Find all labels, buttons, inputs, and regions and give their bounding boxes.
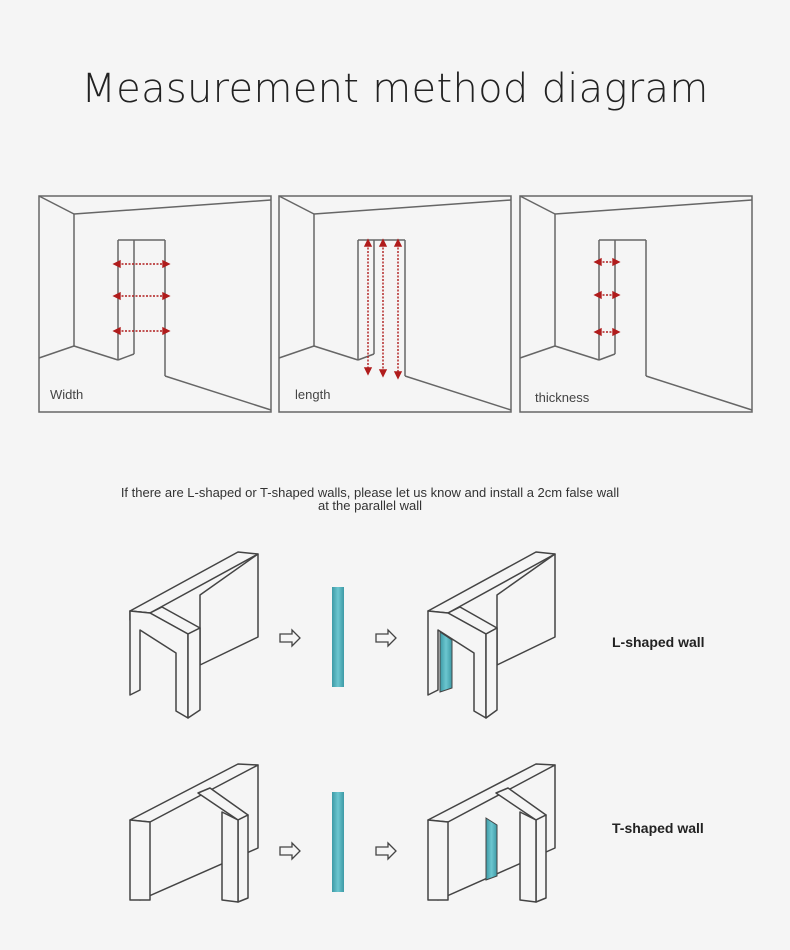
- length-label: length: [295, 387, 331, 402]
- t-shaped-wall-before: [129, 763, 259, 903]
- width-label: Width: [50, 387, 84, 402]
- arrow-icon: [375, 628, 397, 648]
- false-wall-panel: [332, 792, 344, 892]
- width-room-drawing: [38, 195, 272, 413]
- thickness-label: thickness: [535, 390, 590, 405]
- t-shaped-wall-label: T-shaped wall: [612, 820, 704, 836]
- false-wall-note: If there are L-shaped or T-shaped walls,…: [120, 485, 620, 513]
- width-arrows: [112, 259, 171, 336]
- length-arrows: [363, 238, 403, 380]
- false-wall-installed: [485, 817, 498, 881]
- false-wall-panel: [332, 587, 344, 687]
- page-title: Measurement method diagram: [81, 66, 709, 112]
- width-panel: Width: [38, 194, 272, 414]
- length-room-drawing: [278, 195, 512, 413]
- wall-installation-diagram: [129, 551, 556, 903]
- l-shaped-wall-before: [129, 551, 259, 719]
- arrow-icon: [375, 841, 397, 861]
- thickness-panel: thickness: [519, 194, 753, 414]
- length-panel: length: [278, 194, 512, 414]
- l-shaped-wall-label: L-shaped wall: [612, 634, 705, 650]
- arrow-icon: [279, 841, 301, 861]
- arrow-icon: [279, 628, 301, 648]
- l-shaped-wall-after: [427, 551, 556, 719]
- thickness-room-drawing: [519, 195, 753, 413]
- false-wall-installed: [439, 631, 453, 693]
- thickness-arrows: [593, 257, 621, 337]
